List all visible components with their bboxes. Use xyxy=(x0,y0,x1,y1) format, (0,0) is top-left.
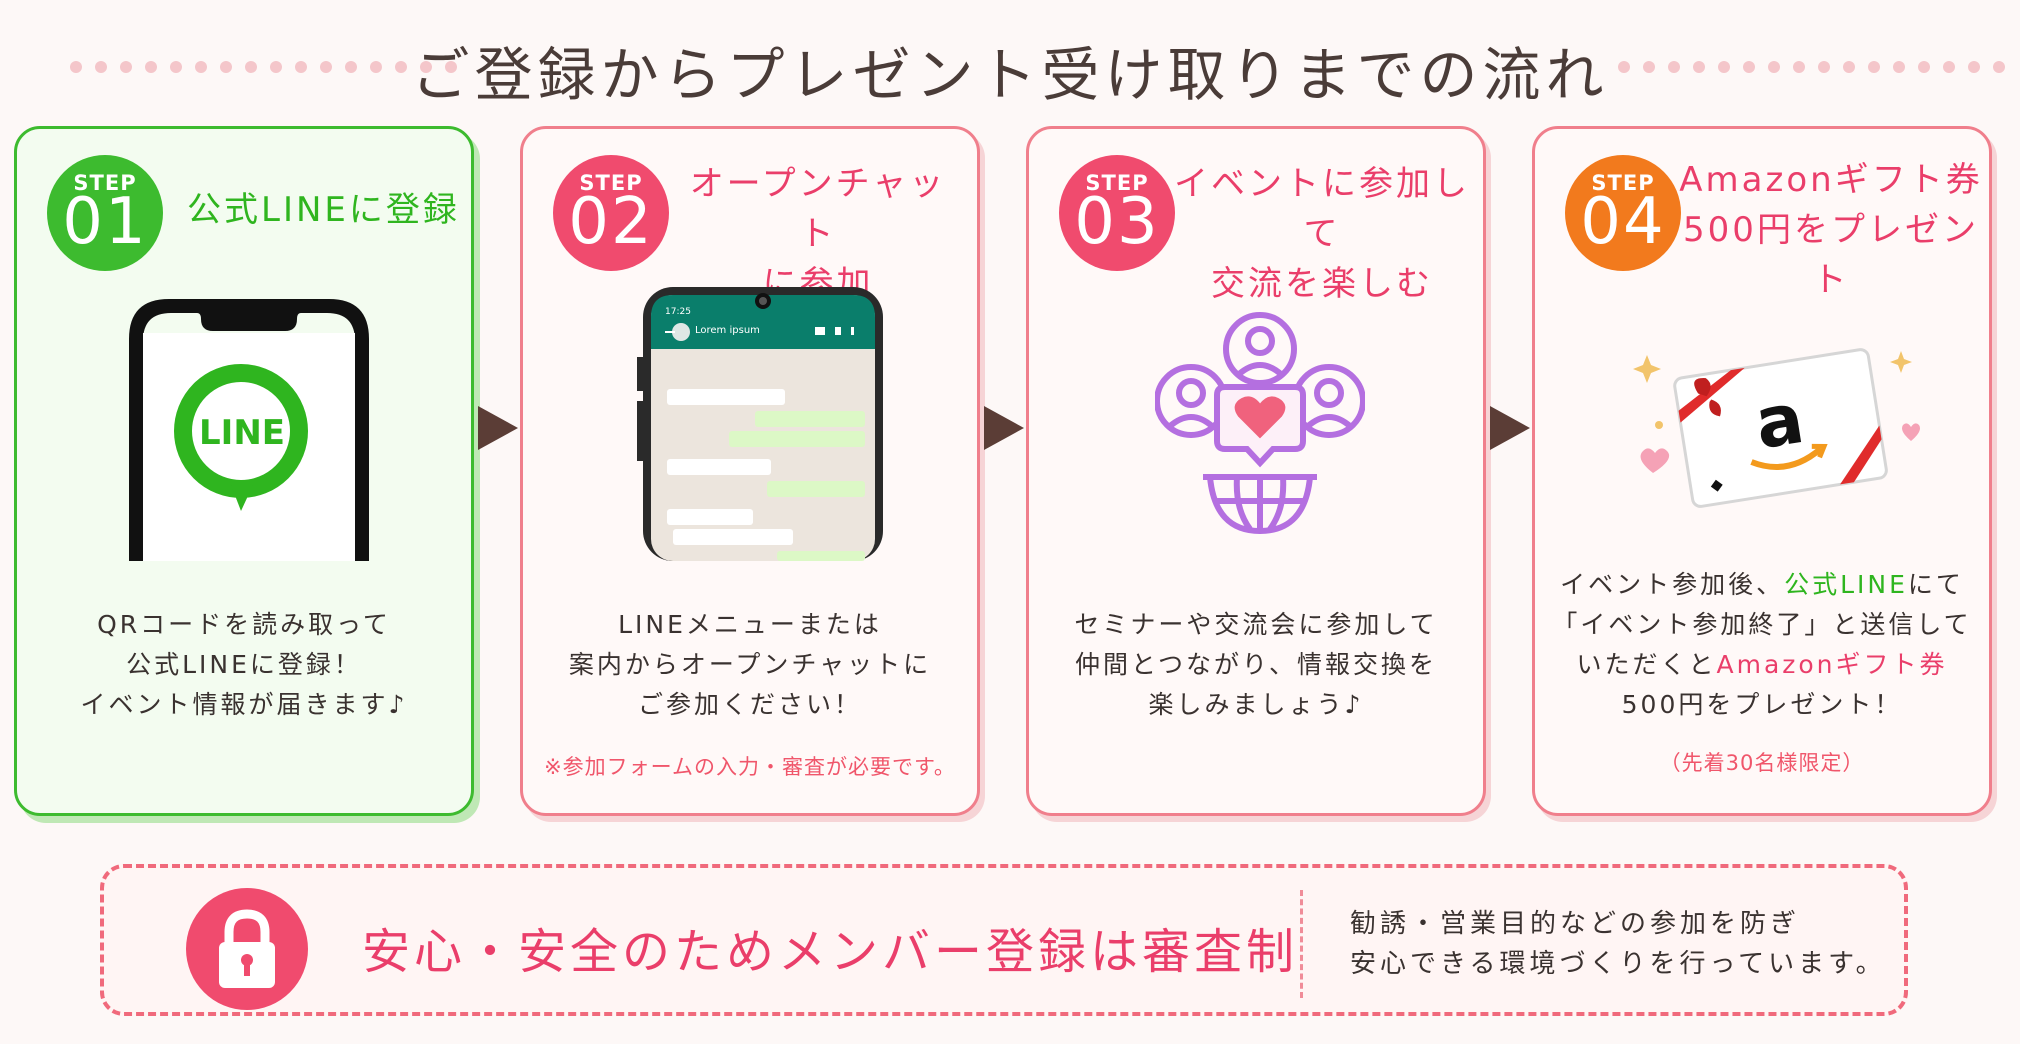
step-card-03: STEP 03 イベントに参加して 交流を楽しむ セミナーや交流会に参加し xyxy=(1026,126,1486,816)
step-badge: STEP 03 xyxy=(1059,155,1175,271)
phone-time: 17:25 xyxy=(665,307,691,317)
step-description: QRコードを読み取って 公式LINEに登録！ イベント情報が届きます♪ xyxy=(80,610,408,719)
step-card-02: STEP 02 オープンチャット に参加 xyxy=(520,126,980,816)
step-description: セミナーや交流会に参加して 仲間とつながり、情報交換を 楽しみましょう♪ xyxy=(1074,610,1438,719)
step-badge: STEP 02 xyxy=(553,155,669,271)
step-badge: STEP 04 xyxy=(1565,155,1681,271)
step-card-01: STEP 01 公式LINEに登録 LINE QRコードを読み取って 公式LIN… xyxy=(14,126,474,816)
banner-title: 安心・安全のためメンバー登録は審査制 xyxy=(362,924,1299,980)
step-note: ※参加フォームの入力・審査が必要です。 xyxy=(544,755,956,779)
lock-icon xyxy=(186,888,308,1010)
page-title: ご登録からプレゼント受け取りまでの流れ xyxy=(411,41,1609,109)
phone-line-icon: LINE xyxy=(129,299,369,561)
step-title: Amazonギフト券 500円をプレゼント xyxy=(1679,160,1983,300)
arrow-right-icon xyxy=(984,406,1024,450)
banner-description: 勧誘・営業目的などの参加を防ぎ 安心できる環境づくりを行っています。 xyxy=(1350,909,1886,979)
step-title: イベントに参加して 交流を楽しむ xyxy=(1174,164,1470,304)
community-globe-icon xyxy=(1154,309,1366,539)
step-card-04: STEP 04 Amazonギフト券 500円をプレゼント a xyxy=(1532,126,1992,816)
step-badge: STEP 01 xyxy=(47,155,163,271)
line-logo-text: LINE xyxy=(199,413,285,453)
phone-chat-name: Lorem ipsum xyxy=(695,325,760,336)
arrow-right-icon xyxy=(478,406,518,450)
step-note: （先着30名様限定） xyxy=(1659,751,1865,775)
amazon-gift-card-icon: a xyxy=(1631,341,1927,521)
header-dots-left xyxy=(70,61,457,73)
arrow-right-icon xyxy=(1490,406,1530,450)
step-title: 公式LINEに登録 xyxy=(187,190,460,230)
step-description: イベント参加後、公式LINEにて 「イベント参加終了」と送信して いただくとAm… xyxy=(1552,570,1972,719)
header-dots-right xyxy=(1618,61,2005,73)
step-description: LINEメニューまたは 案内からオープンチャットに ご参加ください！ xyxy=(568,610,932,719)
phone-chat-icon: 17:25 Lorem ipsum xyxy=(637,287,889,561)
banner-divider xyxy=(1300,890,1303,998)
review-banner: 安心・安全のためメンバー登録は審査制 勧誘・営業目的などの参加を防ぎ 安心できる… xyxy=(100,864,1908,1016)
